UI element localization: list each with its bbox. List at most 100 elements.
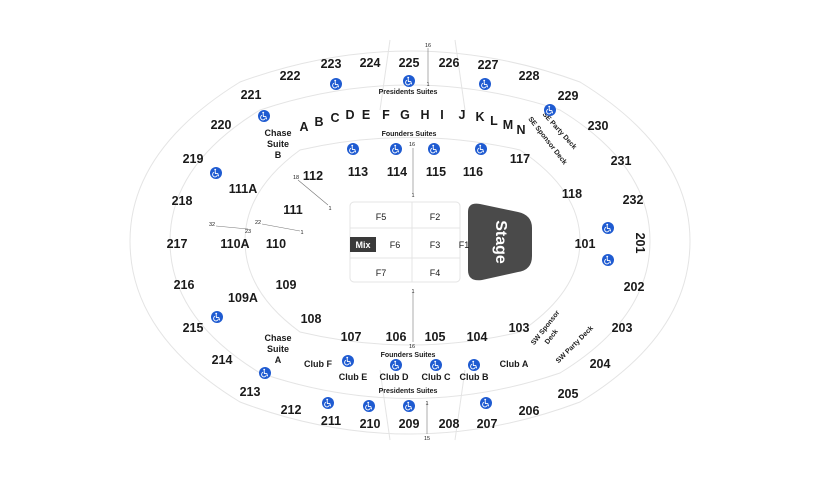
section-217[interactable]: 217 xyxy=(167,237,188,251)
section-210[interactable]: 210 xyxy=(360,417,381,431)
chase-suite-a-line3: A xyxy=(275,355,282,365)
section-211[interactable]: 211 xyxy=(321,414,341,428)
section-club-e[interactable]: Club E xyxy=(339,372,368,382)
wheelchair-icon xyxy=(403,400,415,412)
section-224[interactable]: 224 xyxy=(360,56,381,70)
wheelchair-icon xyxy=(259,367,271,379)
section-209[interactable]: 209 xyxy=(399,417,420,431)
section-109[interactable]: 109 xyxy=(276,278,297,292)
section-212[interactable]: 212 xyxy=(281,403,302,417)
section-111A[interactable]: 111A xyxy=(229,182,258,196)
section-F5[interactable]: F5 xyxy=(376,212,387,222)
section-109A[interactable]: 109A xyxy=(228,291,258,305)
section-213[interactable]: 213 xyxy=(240,385,261,399)
section-club-d[interactable]: Club D xyxy=(380,372,409,382)
section-club-c[interactable]: Club C xyxy=(422,372,451,382)
wheelchair-icon xyxy=(430,359,442,371)
suite-row-B[interactable]: B xyxy=(314,115,323,129)
section-110A[interactable]: 110A xyxy=(220,237,249,251)
wheelchair-icon xyxy=(428,143,440,155)
section-227[interactable]: 227 xyxy=(478,58,499,72)
section-204[interactable]: 204 xyxy=(590,357,611,371)
section-114[interactable]: 114 xyxy=(387,165,407,179)
section-106[interactable]: 106 xyxy=(386,330,407,344)
section-F1[interactable]: F1 xyxy=(459,240,470,250)
section-F3[interactable]: F3 xyxy=(430,240,441,250)
suite-row-N[interactable]: N xyxy=(516,123,525,137)
wheelchair-icon xyxy=(342,355,354,367)
section-117[interactable]: 117 xyxy=(510,152,530,166)
suite-row-L[interactable]: L xyxy=(490,114,498,128)
section-207[interactable]: 207 xyxy=(477,417,498,431)
section-230[interactable]: 230 xyxy=(588,119,609,133)
section-104[interactable]: 104 xyxy=(467,330,488,344)
section-228[interactable]: 228 xyxy=(519,69,540,83)
founders-suites-top[interactable]: Founders Suites xyxy=(382,131,437,138)
section-203[interactable]: 203 xyxy=(612,321,633,335)
suite-row-I[interactable]: I xyxy=(440,108,443,122)
suite-row-C[interactable]: C xyxy=(330,111,339,125)
section-103[interactable]: 103 xyxy=(509,321,530,335)
section-231[interactable]: 231 xyxy=(611,154,632,168)
section-225[interactable]: 225 xyxy=(399,56,420,70)
section-115[interactable]: 115 xyxy=(426,165,446,179)
section-223[interactable]: 223 xyxy=(321,57,342,71)
suite-row-A[interactable]: A xyxy=(299,120,308,134)
section-118[interactable]: 118 xyxy=(562,187,582,201)
row-marker-209-end: 15 xyxy=(424,436,430,442)
section-101[interactable]: 101 xyxy=(575,237,596,251)
founders-suites-bottom[interactable]: Founders Suites xyxy=(381,352,436,359)
suite-row-G[interactable]: G xyxy=(400,108,410,122)
section-club-b[interactable]: Club B xyxy=(460,372,489,382)
section-206[interactable]: 206 xyxy=(519,404,540,418)
suite-row-F[interactable]: F xyxy=(382,108,390,122)
row-marker-217-end: 23 xyxy=(245,229,251,235)
section-111[interactable]: 111 xyxy=(283,203,303,217)
section-201[interactable]: 201 xyxy=(633,233,647,254)
suite-row-J[interactable]: J xyxy=(459,108,466,122)
wheelchair-icon xyxy=(211,311,223,323)
section-105[interactable]: 105 xyxy=(425,330,446,344)
chase-suite-b-line1[interactable]: Chase xyxy=(264,128,291,138)
presidents-suites-bottom[interactable]: Presidents Suites xyxy=(379,388,438,395)
section-club-a[interactable]: Club A xyxy=(500,359,529,369)
section-219[interactable]: 219 xyxy=(183,152,204,166)
suite-row-H[interactable]: H xyxy=(420,108,429,122)
section-222[interactable]: 222 xyxy=(280,69,301,83)
suite-row-K[interactable]: K xyxy=(475,110,484,124)
section-113[interactable]: 113 xyxy=(348,165,368,179)
section-110[interactable]: 110 xyxy=(266,237,286,251)
section-112[interactable]: 112 xyxy=(303,169,323,183)
section-108[interactable]: 108 xyxy=(301,312,322,326)
section-218[interactable]: 218 xyxy=(172,194,193,208)
section-226[interactable]: 226 xyxy=(439,56,460,70)
section-202[interactable]: 202 xyxy=(624,280,645,294)
section-107[interactable]: 107 xyxy=(341,330,362,344)
mix-position[interactable]: Mix xyxy=(350,237,376,252)
suite-row-D[interactable]: D xyxy=(345,108,354,122)
section-215[interactable]: 215 xyxy=(183,321,204,335)
section-214[interactable]: 214 xyxy=(212,353,233,367)
section-116[interactable]: 116 xyxy=(463,165,483,179)
chase-suite-a-line1[interactable]: Chase xyxy=(264,333,291,343)
section-F6[interactable]: F6 xyxy=(390,240,401,250)
section-216[interactable]: 216 xyxy=(174,278,195,292)
section-F4[interactable]: F4 xyxy=(430,268,441,278)
section-F2[interactable]: F2 xyxy=(430,212,441,222)
section-232[interactable]: 232 xyxy=(623,193,644,207)
suite-rows: A B C D E F G H I J K L M N xyxy=(299,108,525,137)
presidents-suites-top[interactable]: Presidents Suites xyxy=(379,89,438,96)
section-208[interactable]: 208 xyxy=(439,417,460,431)
accessibility-icons xyxy=(210,75,614,412)
section-F7[interactable]: F7 xyxy=(376,268,387,278)
stage[interactable]: Stage xyxy=(468,203,532,281)
section-club-f[interactable]: Club F xyxy=(304,359,332,369)
section-221[interactable]: 221 xyxy=(241,88,262,102)
suite-row-E[interactable]: E xyxy=(362,108,370,122)
section-229[interactable]: 229 xyxy=(558,89,579,103)
section-220[interactable]: 220 xyxy=(211,118,232,132)
suite-row-M[interactable]: M xyxy=(503,118,513,132)
section-205[interactable]: 205 xyxy=(558,387,579,401)
stage-label: Stage xyxy=(492,220,509,264)
